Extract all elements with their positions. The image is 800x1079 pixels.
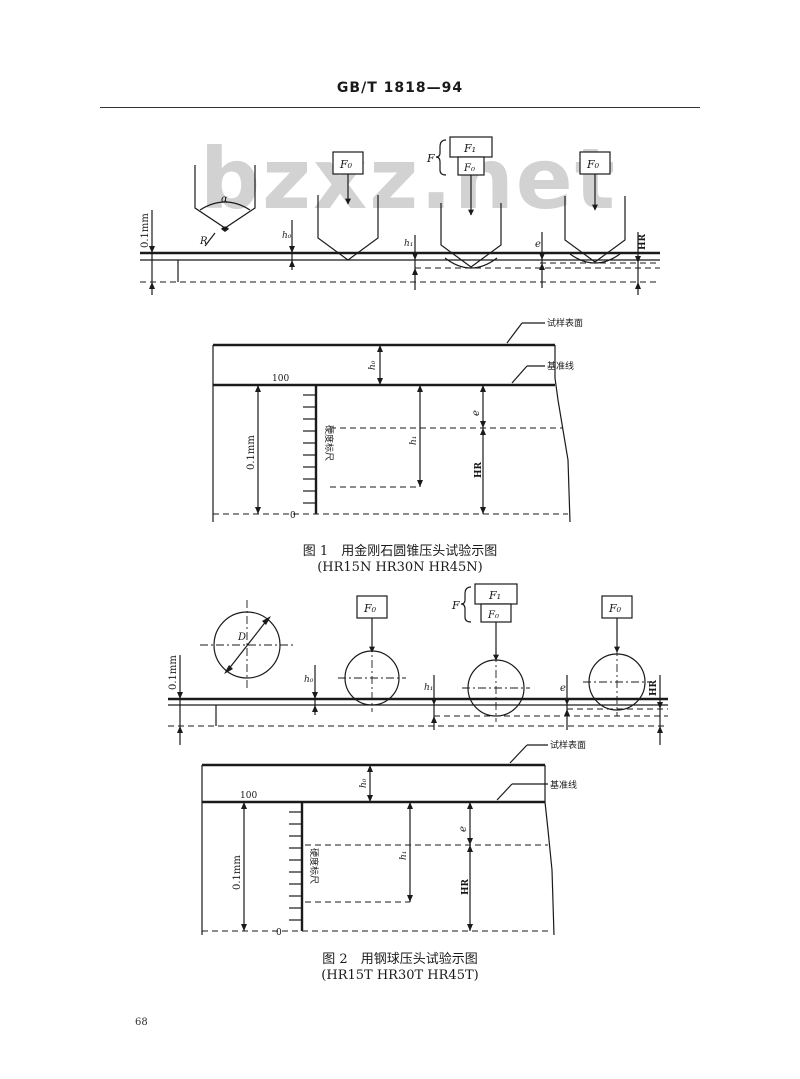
steel-ball-indenter: D <box>200 600 294 690</box>
hardness-scale-diagram-1: 100 0 硬度标尺 0.1mm h₀ h₁ e HR 试样表面 基准线 <box>212 317 583 523</box>
mark-0-label: 0 <box>290 511 296 521</box>
h1-label: h₁ <box>409 436 419 445</box>
indenter-after-unload: F₀ e HR <box>535 151 648 295</box>
document-header: GB/T 1818—94 <box>336 80 464 96</box>
indenter-preload: F₀ h₀ <box>282 151 379 270</box>
load-f1-label: F₁ <box>463 142 476 155</box>
load-f-label: F <box>426 152 435 165</box>
e-label: e <box>535 239 541 250</box>
scale-unit-label: 0.1mm <box>232 855 243 890</box>
surface-label: 试样表面 <box>550 739 586 751</box>
alpha-label: α <box>221 194 228 205</box>
ball-total-load: F₁ F₀ F h₁ <box>424 583 530 730</box>
figure-2-subcaption: (HR15T HR30T HR45T) <box>321 968 479 983</box>
diamond-cone-indenter: α R <box>194 165 256 247</box>
scale-unit-label: 0.1mm <box>168 655 179 690</box>
load-f0-label: F₀ <box>487 610 499 621</box>
hr-label: HR <box>461 878 471 895</box>
h1-label: h₁ <box>424 683 433 693</box>
e-label: e <box>471 410 482 416</box>
scale-unit-label: 0.1mm <box>140 213 151 248</box>
scale-ticks <box>289 811 302 921</box>
hr-label: HR <box>638 233 648 250</box>
ball-preload: F₀ h₀ <box>304 595 406 715</box>
figure-1-diagram: 0.1mm α R F₀ h₀ F₁ F₀ F h₁ <box>140 136 660 523</box>
h0-label: h₀ <box>304 675 314 685</box>
load-f0-label: F₀ <box>363 602 377 615</box>
page-number: 68 <box>135 1017 148 1028</box>
scale-label: 硬度标尺 <box>323 425 335 461</box>
ball-after-unload: F₀ e HR <box>560 595 663 745</box>
indenter-total-load: F₁ F₀ F h₁ <box>404 136 502 290</box>
diameter-label: D <box>237 632 246 643</box>
h0-label: h₀ <box>359 778 369 788</box>
baseline-label: 基准线 <box>550 779 577 791</box>
h0-label: h₀ <box>368 360 378 370</box>
e-label: e <box>458 826 469 832</box>
figure-2-caption: 图 2 用钢球压头试验示图 <box>322 952 478 967</box>
load-f0-label: F₀ <box>339 158 353 171</box>
e-label: e <box>560 683 566 694</box>
mark-100-label: 100 <box>240 791 257 801</box>
h1-label: h₁ <box>399 851 409 860</box>
figure-1-caption: 图 1 用金刚石圆锥压头试验示图 <box>302 544 498 559</box>
hr-label: HR <box>474 461 484 478</box>
load-f-label: F <box>451 599 460 612</box>
surface-label: 试样表面 <box>547 317 583 329</box>
watermark: bzxz.net <box>200 130 617 228</box>
h1-label: h₁ <box>404 239 413 249</box>
figure-1-subcaption: (HR15N HR30N HR45N) <box>317 560 483 575</box>
load-f0-label: F₀ <box>463 163 475 174</box>
load-f0-label: F₀ <box>608 602 622 615</box>
header-rule <box>100 107 700 108</box>
mark-100-label: 100 <box>272 374 289 384</box>
h0-label: h₀ <box>282 231 292 241</box>
scale-label: 硬度标尺 <box>308 848 320 884</box>
baseline-label: 基准线 <box>547 360 574 372</box>
load-f0-label: F₀ <box>586 158 600 171</box>
load-f1-label: F₁ <box>488 589 501 602</box>
scale-unit-label: 0.1mm <box>246 435 257 470</box>
figure-2-diagram: 0.1mm D F₀ h₀ F₁ F₀ F h₁ <box>168 583 668 938</box>
hr-label: HR <box>649 679 659 696</box>
hardness-scale-diagram-2: 100 0 硬度标尺 0.1mm h₀ h₁ e HR 试样表面 基准线 <box>201 739 586 938</box>
mark-0-label: 0 <box>276 928 282 938</box>
scale-ticks <box>303 394 316 504</box>
radius-label: R <box>199 236 208 247</box>
